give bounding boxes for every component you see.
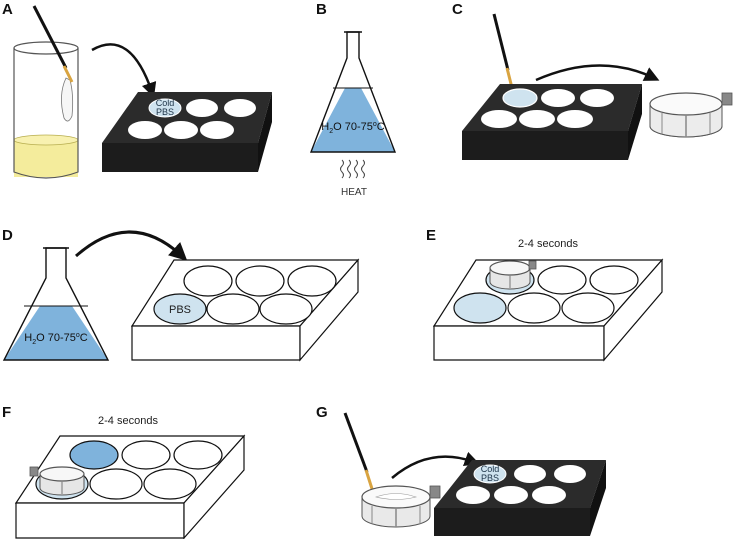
pbs-label: PBS [156,107,174,117]
tissue-sample [374,493,418,500]
flask-icon [2,247,110,361]
panel-c-letter: C [452,1,463,18]
pbs-well [153,293,207,325]
cell-strainer-icon [29,466,85,496]
panel-g: G Cold PBS [316,404,606,536]
tissue-sample [61,77,74,122]
tube-with-medium [13,41,79,179]
dark-6-well-plate: Cold PBS [102,92,272,172]
panel-b-letter: B [316,1,327,18]
panel-f-letter: F [2,404,11,421]
arrow-icon [535,64,660,82]
panel-e-letter: E [426,227,436,244]
panel-f: F 2-4 seconds [2,404,246,539]
dark-6-well-plate: Cold PBS [434,460,606,536]
flask-temp-label: H2O 70-75oC [321,121,385,135]
panel-a-letter: A [2,1,13,18]
panel-d-letter: D [2,227,13,244]
white-6-well-plate [432,258,664,362]
time-label: 2-4 seconds [518,238,578,250]
yellow-medium [14,140,78,177]
arrow-icon [75,230,188,261]
cell-strainer-icon [361,485,441,528]
panel-g-letter: G [316,404,328,421]
cold-label: Cold [481,464,500,474]
dark-6-well-plate [462,84,642,160]
cell-strainer-icon [649,92,733,138]
panel-c: C [452,1,733,160]
flask-icon [309,31,397,153]
arrow-icon [91,43,157,98]
flask-temp-label: H2O 70-75oC [24,332,88,346]
panel-e: E 2-4 seconds [426,227,664,362]
forceps-icon [32,5,74,83]
white-6-well-plate: PBS [130,258,360,362]
heat-label: HEAT [341,187,367,198]
cold-pbs-well [148,98,182,118]
pbs-label: PBS [481,473,499,483]
panel-d: D H2O 70-75oC PBS [2,227,360,362]
pbs-label: PBS [169,304,191,316]
heat-waves-icon [340,159,365,179]
pipette-icon [492,13,514,89]
time-label: 2-4 seconds [98,415,158,427]
panel-a: A Cold PBS [2,1,272,179]
arrow-icon [391,451,480,479]
cold-label: Cold [156,98,175,108]
pipette-icon [343,412,375,493]
cell-strainer-icon [489,260,537,290]
panel-b: B H2O 70-75oC HEAT [309,1,397,198]
hot-water-well [69,440,119,470]
